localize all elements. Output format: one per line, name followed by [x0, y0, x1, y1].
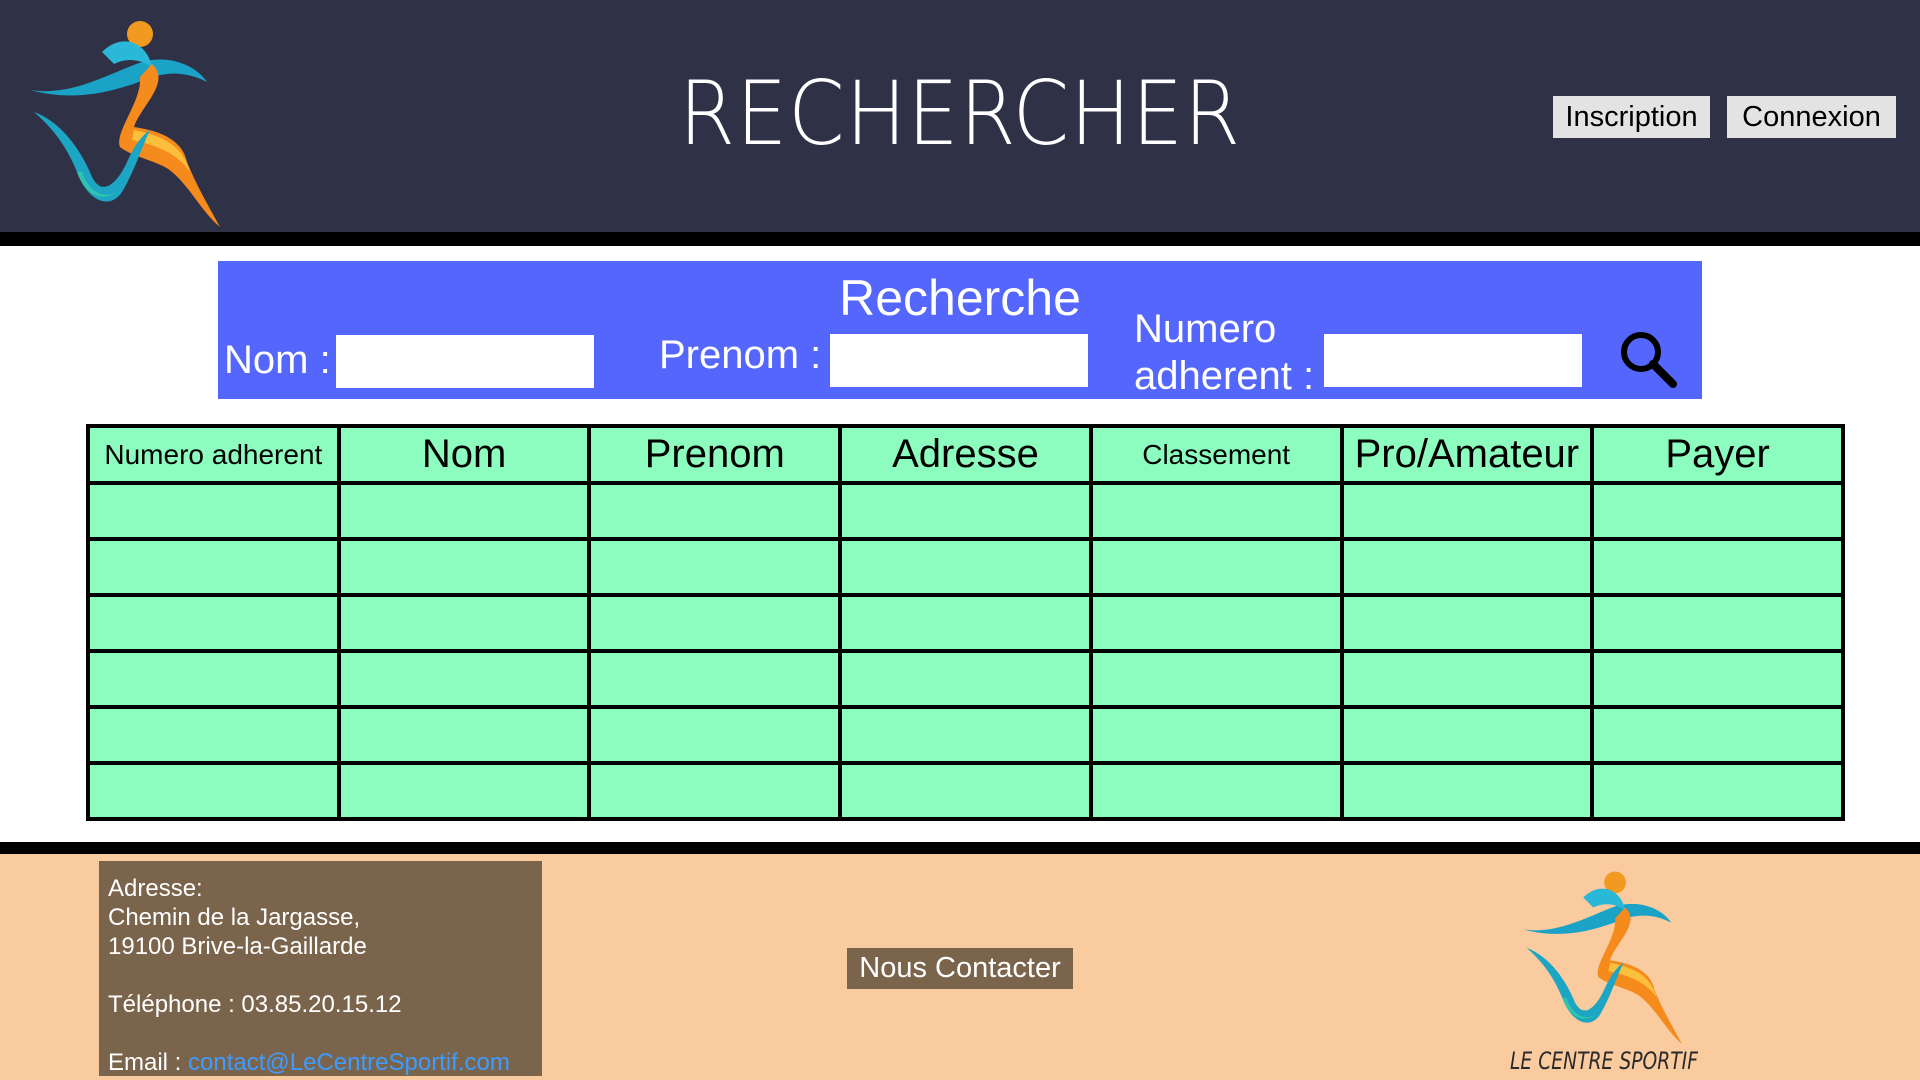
column-header-nom: Nom — [336, 424, 592, 485]
table-cell — [1590, 593, 1845, 653]
table-cell — [587, 481, 843, 541]
table-cell — [838, 649, 1093, 709]
spacer — [108, 961, 542, 990]
column-header-prenom: Prenom — [587, 424, 843, 485]
table-cell — [1339, 761, 1595, 821]
table-cell — [86, 481, 341, 541]
address-line-1: Chemin de la Jargasse, — [108, 904, 361, 931]
table-row[interactable] — [86, 481, 1845, 541]
email-link[interactable]: contact@LeCentreSportif.com — [188, 1049, 510, 1076]
column-header-numero-adherent: Numero adherent — [86, 424, 341, 485]
numero-label-line2: adherent : — [1134, 354, 1315, 398]
table-cell — [86, 537, 341, 597]
column-header-classement: Classement — [1088, 424, 1344, 485]
table-cell — [1088, 537, 1344, 597]
table-cell — [838, 593, 1093, 653]
table-cell — [838, 705, 1093, 765]
table-cell — [1339, 705, 1595, 765]
table-cell — [1590, 537, 1845, 597]
table-cell — [336, 649, 592, 709]
table-cell — [1339, 593, 1595, 653]
spacer — [108, 1019, 542, 1048]
nom-input[interactable] — [336, 335, 594, 388]
search-button[interactable] — [1616, 327, 1680, 391]
table-cell — [1088, 481, 1344, 541]
email-label: Email : — [108, 1049, 189, 1076]
email-row: Email : contact@LeCentreSportif.com — [108, 1048, 542, 1077]
search-icon — [1621, 332, 1677, 388]
numero-adherent-label: Numero adherent : — [1134, 306, 1314, 400]
table-cell — [336, 705, 592, 765]
table-cell — [838, 481, 1093, 541]
table-cell — [838, 537, 1093, 597]
table-cell — [587, 649, 843, 709]
table-cell — [1339, 481, 1595, 541]
table-cell — [336, 537, 592, 597]
table-cell — [1339, 649, 1595, 709]
table-cell — [86, 761, 341, 821]
brand-name: LE CENTRE SPORTIF — [1510, 1047, 1698, 1075]
numero-adherent-input[interactable] — [1324, 334, 1582, 387]
prenom-input[interactable] — [830, 334, 1088, 387]
table-row[interactable] — [86, 761, 1845, 821]
table-cell — [1088, 649, 1344, 709]
search-panel: Recherche Nom : Prenom : Numero adherent… — [218, 261, 1702, 399]
table-cell — [86, 705, 341, 765]
table-row[interactable] — [86, 537, 1845, 597]
table-row[interactable] — [86, 593, 1845, 653]
table-cell — [1590, 705, 1845, 765]
table-cell — [587, 537, 843, 597]
footer-divider — [0, 842, 1920, 854]
runner-logo-icon — [30, 21, 220, 227]
numero-label-line1: Numero — [1134, 307, 1277, 351]
table-cell — [86, 649, 341, 709]
table-cell — [587, 761, 843, 821]
table-cell — [587, 593, 843, 653]
phone-text: Téléphone : 03.85.20.15.12 — [108, 991, 402, 1018]
address-label: Adresse: — [108, 875, 203, 902]
table-cell — [1088, 705, 1344, 765]
table-cell — [587, 705, 843, 765]
table-header-row: Numero adherent Nom Prenom Adresse Class… — [86, 424, 1845, 485]
table-cell — [86, 593, 341, 653]
address-line-2: 19100 Brive-la-Gaillarde — [108, 933, 367, 960]
column-header-pro-amateur: Pro/Amateur — [1339, 424, 1595, 485]
header-divider — [0, 232, 1920, 246]
page-title: RECHERCHER — [678, 62, 1242, 165]
nom-label: Nom : — [224, 338, 331, 382]
table-cell — [336, 481, 592, 541]
table-cell — [336, 593, 592, 653]
table-cell — [1590, 649, 1845, 709]
table-cell — [1088, 593, 1344, 653]
search-title: Recherche — [839, 270, 1081, 326]
header: RECHERCHER Inscription Connexion — [0, 0, 1920, 232]
table-row[interactable] — [86, 649, 1845, 709]
table-cell — [1339, 537, 1595, 597]
footer: Adresse: Chemin de la Jargasse, 19100 Br… — [0, 854, 1920, 1080]
table-cell — [1590, 481, 1845, 541]
runner-logo-icon — [1522, 871, 1683, 1044]
table-cell — [838, 761, 1093, 821]
results-table: Numero adherent Nom Prenom Adresse Class… — [86, 424, 1845, 821]
contact-info-box: Adresse: Chemin de la Jargasse, 19100 Br… — [99, 861, 542, 1076]
connexion-button[interactable]: Connexion — [1727, 96, 1896, 138]
table-cell — [1590, 761, 1845, 821]
contact-button[interactable]: Nous Contacter — [847, 948, 1073, 989]
table-cell — [336, 761, 592, 821]
column-header-adresse: Adresse — [838, 424, 1093, 485]
column-header-payer: Payer — [1590, 424, 1845, 485]
prenom-label: Prenom : — [659, 333, 822, 377]
inscription-button[interactable]: Inscription — [1553, 96, 1710, 138]
table-cell — [1088, 761, 1344, 821]
table-row[interactable] — [86, 705, 1845, 765]
